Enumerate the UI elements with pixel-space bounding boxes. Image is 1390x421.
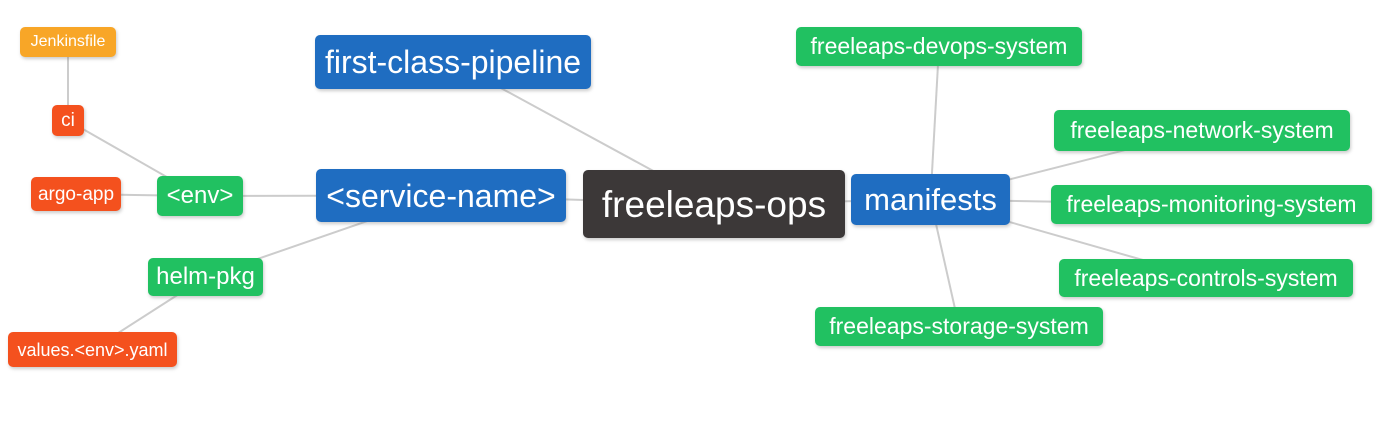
node-network-system[interactable]: freeleaps-network-system <box>1054 110 1350 151</box>
node-controls-system[interactable]: freeleaps-controls-system <box>1059 259 1353 297</box>
node-helm-pkg[interactable]: helm-pkg <box>148 258 263 296</box>
node-devops-system[interactable]: freeleaps-devops-system <box>796 27 1082 66</box>
node-service-name[interactable]: <service-name> <box>316 169 566 222</box>
node-env[interactable]: <env> <box>157 176 243 216</box>
node-ci[interactable]: ci <box>52 105 84 136</box>
node-monitoring-system[interactable]: freeleaps-monitoring-system <box>1051 185 1372 224</box>
node-freeleaps-ops[interactable]: freeleaps-ops <box>583 170 845 238</box>
node-manifests[interactable]: manifests <box>851 174 1010 225</box>
node-argo-app[interactable]: argo-app <box>31 177 121 211</box>
node-first-class-pipeline[interactable]: first-class-pipeline <box>315 35 591 89</box>
node-storage-system[interactable]: freeleaps-storage-system <box>815 307 1103 346</box>
node-jenkinsfile[interactable]: Jenkinsfile <box>20 27 116 57</box>
node-values-env-yaml[interactable]: values.<env>.yaml <box>8 332 177 367</box>
